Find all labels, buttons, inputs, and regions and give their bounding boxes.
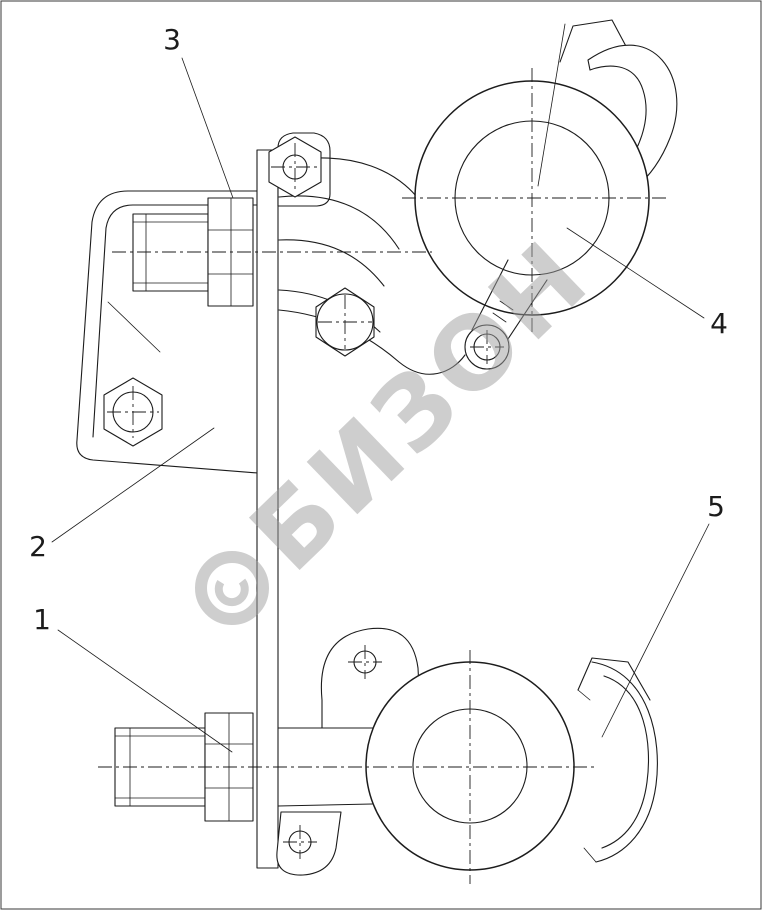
watermark-logo-swirl-icon bbox=[214, 578, 249, 607]
callout-4: 4 bbox=[566, 227, 728, 340]
callout-3-label: 3 bbox=[163, 23, 181, 56]
callout-1-label: 1 bbox=[33, 603, 51, 636]
callout-5: 5 bbox=[601, 490, 725, 738]
latch-pin bbox=[464, 324, 510, 370]
callout-5-label: 5 bbox=[707, 490, 725, 523]
callout-3: 3 bbox=[163, 23, 234, 199]
callout-1: 1 bbox=[33, 603, 233, 753]
lower-coupling-head bbox=[365, 661, 575, 871]
callout-2: 2 bbox=[29, 427, 215, 563]
callout-2-label: 2 bbox=[29, 530, 47, 563]
callouts: 3 4 2 1 5 bbox=[29, 23, 728, 753]
callout-4-label: 4 bbox=[710, 307, 728, 340]
centerlines bbox=[98, 68, 666, 884]
watermark-logo-icon bbox=[195, 551, 269, 625]
lower-coupling-body bbox=[277, 727, 373, 807]
